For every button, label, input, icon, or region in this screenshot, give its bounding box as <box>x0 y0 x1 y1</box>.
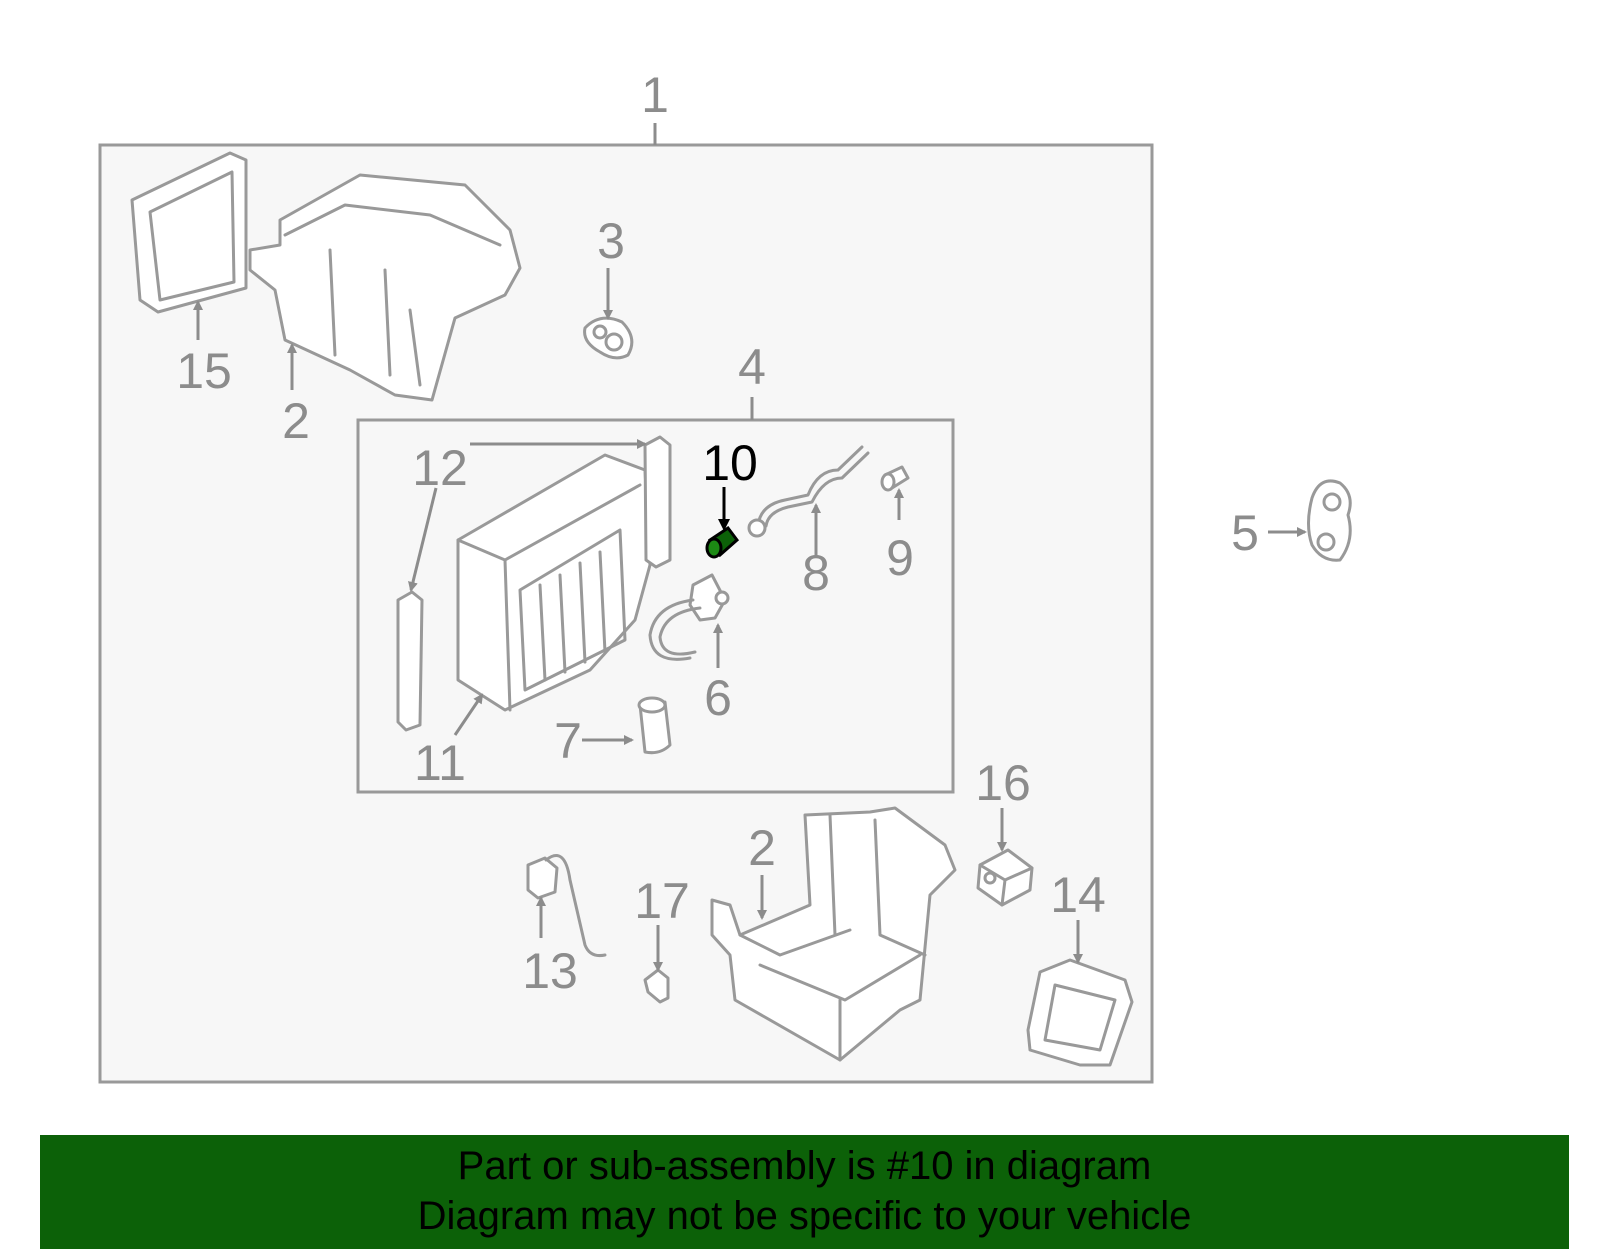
callout-16: 16 <box>975 755 1031 811</box>
callout-5: 5 <box>1231 505 1259 561</box>
evaporator-subassembly-frame <box>356 418 955 794</box>
part-12-seal-strips <box>396 435 672 732</box>
callout-7: 7 <box>554 713 582 769</box>
callout-1: 1 <box>641 67 669 123</box>
part-15-filter-frame <box>130 151 248 314</box>
callout-10: 10 <box>702 435 758 491</box>
part-10-o-ring-highlighted <box>705 525 740 559</box>
info-banner: Part or sub-assembly is #10 in diagram D… <box>40 1135 1569 1249</box>
part-11-evaporator-core <box>456 453 652 712</box>
part-16-block <box>976 848 1034 907</box>
callout-13: 13 <box>522 943 578 999</box>
callout-15: 15 <box>176 343 232 399</box>
callout-11: 11 <box>414 735 466 791</box>
callout-2-lower: 2 <box>748 820 776 876</box>
callout-9: 9 <box>886 530 914 586</box>
part-9-o-ring <box>880 465 910 492</box>
part-14-filter-frame <box>1026 958 1134 1067</box>
part-2-lower-case <box>710 806 957 1062</box>
callout-14: 14 <box>1050 867 1106 923</box>
part-7-thermistor <box>637 696 672 755</box>
part-13-sensor-wire <box>526 854 607 957</box>
callout-6: 6 <box>704 670 732 726</box>
banner-line-1: Part or sub-assembly is #10 in diagram <box>457 1144 1152 1188</box>
part-5-grommet <box>1307 479 1352 562</box>
callout-17: 17 <box>634 873 690 929</box>
banner-line-2: Diagram may not be specific to your vehi… <box>417 1194 1192 1238</box>
callout-4: 4 <box>738 339 766 395</box>
callout-2-upper: 2 <box>282 393 310 449</box>
part-6-expansion-valve <box>648 573 730 661</box>
callout-3: 3 <box>597 213 625 269</box>
callout-12: 12 <box>412 440 468 496</box>
part-2-upper-case <box>248 173 522 402</box>
part-8-pipe <box>747 445 870 538</box>
callout-8: 8 <box>802 545 830 601</box>
